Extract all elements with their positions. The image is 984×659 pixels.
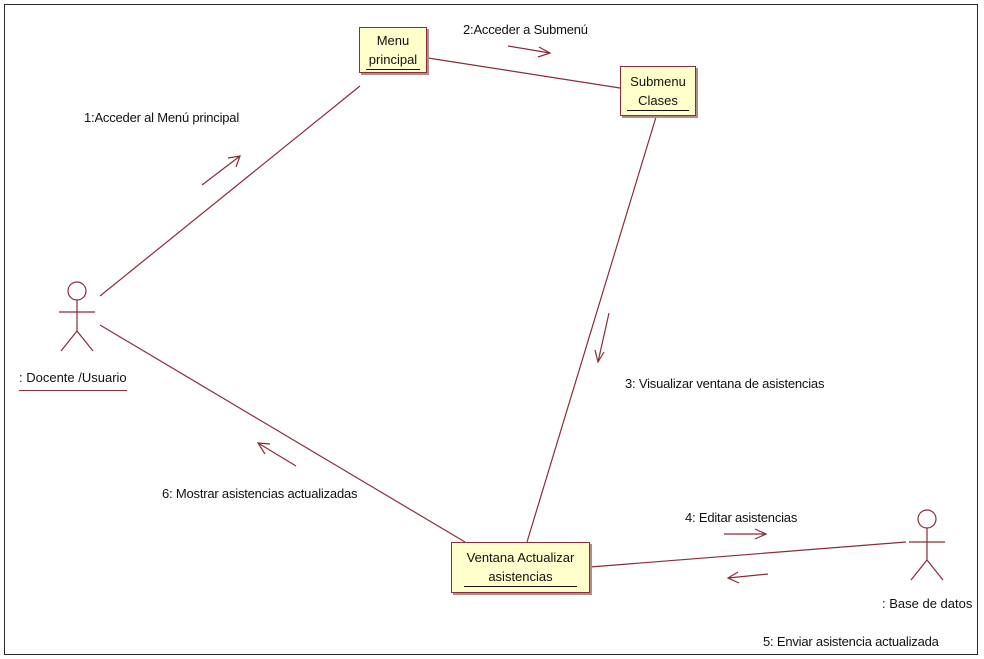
message-label-5: 5: Enviar asistencia actualizada [763,634,939,649]
actor-docente-label[interactable]: : Docente /Usuario [19,370,127,391]
object-submenu-clases[interactable]: Submenu Clases [620,66,696,116]
arrow-msg-3 [594,312,610,364]
object-line: asistencias [488,569,553,584]
message-label-6: 6: Mostrar asistencias actualizadas [162,486,358,501]
arrow-msg-6 [256,442,297,467]
link-submenu-ventana [526,116,657,543]
object-name: Submenu Clases [627,72,689,111]
object-ventana-actualizar[interactable]: Ventana Actualizar asistencias [451,542,590,593]
object-line: Ventana Actualizar [466,550,575,565]
message-label-3: 3: Visualizar ventana de asistencias [625,376,825,391]
link-docente-menu [99,85,361,297]
link-docente-ventana [99,324,466,543]
link-ventana-basedatos [589,541,907,568]
object-name: Ventana Actualizar asistencias [463,548,578,587]
object-line: Clases [638,92,678,108]
message-label-2: 2:Acceder a Submenú [463,22,588,37]
object-line: Submenu [630,73,686,89]
arrow-msg-2 [507,45,552,58]
actor-basedatos-label[interactable]: : Base de datos [882,596,973,611]
actor-basedatos-icon [909,509,945,581]
object-name: Menu principal [365,31,421,70]
link-menu-submenu [427,57,621,89]
arrow-msg-5 [726,571,769,584]
object-menu-principal[interactable]: Menu principal [359,27,427,73]
diagram-frame [4,4,978,655]
arrow-msg-4 [724,528,768,540]
object-line: principal [368,51,418,67]
arrow-msg-1 [201,155,241,186]
object-line: Menu [376,32,410,48]
message-label-1: 1:Acceder al Menú principal [84,110,240,125]
actor-docente-icon [59,281,95,352]
message-label-4: 4: Editar asistencias [685,510,798,525]
